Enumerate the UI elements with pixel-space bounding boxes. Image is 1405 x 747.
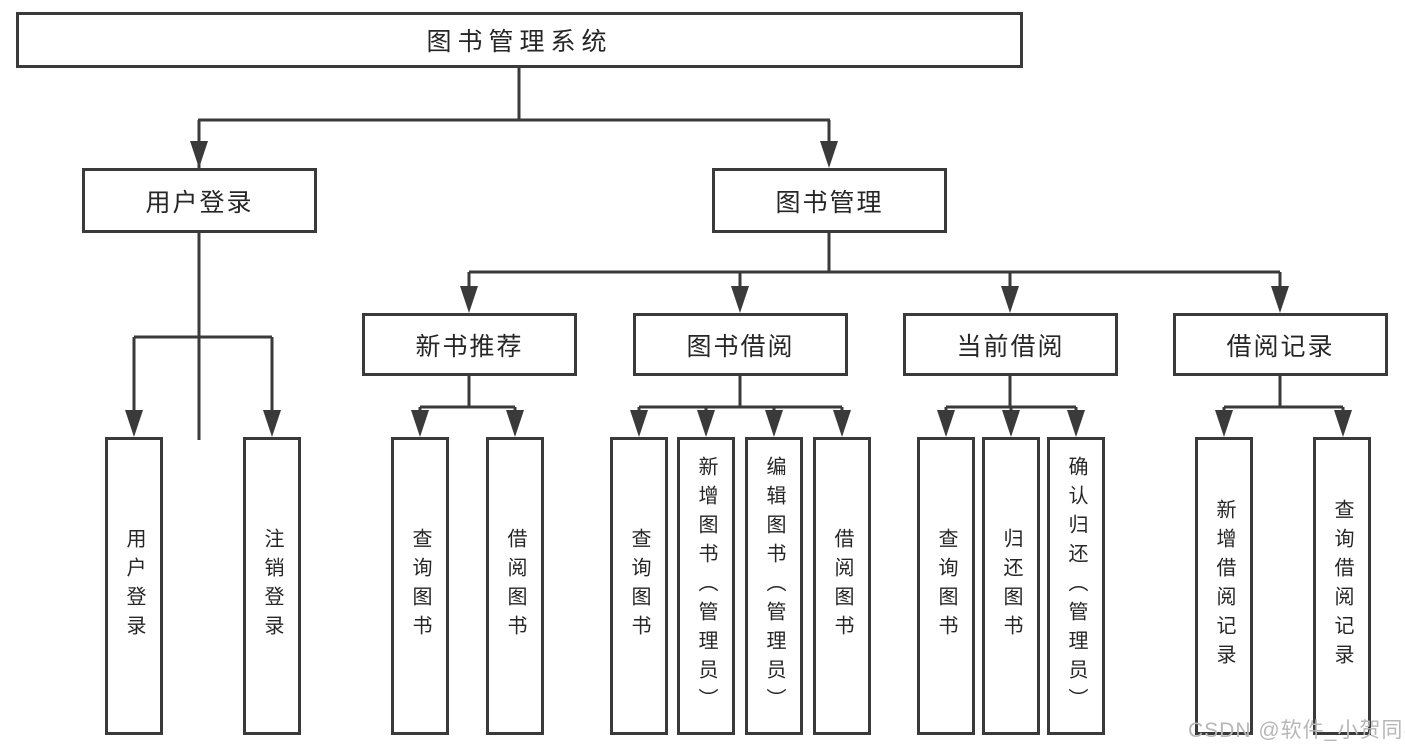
connector-root-to-level2	[190, 68, 838, 440]
node-user-login: 用户登录	[82, 168, 317, 233]
leaf-logout: 注销登录	[243, 437, 301, 735]
node-book-management: 图书管理	[712, 168, 947, 233]
connector-current-borrow-to-leaves	[937, 376, 1085, 437]
node-book-borrow: 图书借阅	[633, 313, 848, 376]
connector-borrow-records-to-leaves	[1215, 376, 1352, 437]
node-current-borrow: 当前借阅	[903, 313, 1118, 376]
leaf-edit-book-admin: 编辑图书（管理员）	[745, 437, 803, 735]
connector-book-borrow-to-leaves	[630, 376, 851, 437]
node-root: 图书管理系统	[16, 12, 1023, 68]
connector-user-login-to-leaves	[125, 233, 281, 437]
leaf-confirm-return-admin: 确认归还（管理员）	[1047, 437, 1105, 735]
leaf-add-book-admin: 新增图书（管理员）	[677, 437, 735, 735]
leaf-borrow-books-borrow: 借阅图书	[813, 437, 871, 735]
connector-new-book-recommend-to-leaves	[411, 376, 524, 437]
leaf-query-books-recommend: 查询图书	[391, 437, 449, 735]
leaf-return-books: 归还图书	[982, 437, 1040, 735]
connector-book-management-to-level3	[460, 233, 1289, 313]
node-borrow-records: 借阅记录	[1173, 313, 1388, 376]
watermark: CSDN @软件_小贺同学	[1188, 719, 1405, 742]
leaf-add-borrow-record: 新增借阅记录	[1195, 437, 1253, 735]
leaf-query-books-current: 查询图书	[917, 437, 975, 735]
leaf-query-borrow-record: 查询借阅记录	[1313, 437, 1371, 735]
leaf-borrow-books-recommend: 借阅图书	[486, 437, 544, 735]
leaf-user-login: 用户登录	[105, 437, 163, 735]
node-new-book-recommend: 新书推荐	[362, 313, 577, 376]
leaf-query-books-borrow: 查询图书	[610, 437, 668, 735]
